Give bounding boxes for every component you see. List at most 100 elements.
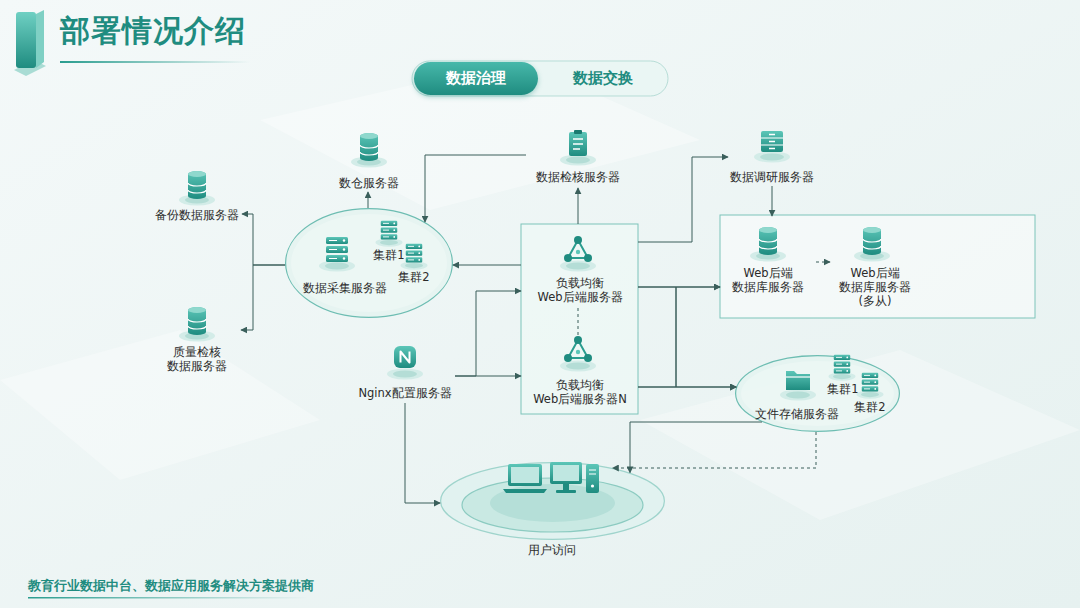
node-ellipse <box>462 478 643 532</box>
backdrop-shape <box>640 350 1080 520</box>
clipboard-icon <box>560 130 596 166</box>
group-frame <box>720 215 1035 318</box>
folder-icon <box>780 371 816 401</box>
cluster-node: 集群2 <box>853 372 889 416</box>
dashed-connector <box>816 262 830 263</box>
node-label: 数据采集服务器 <box>303 281 387 295</box>
server-node: 负载均衡 Web后端服务器 <box>521 224 638 308</box>
connector-line <box>638 287 720 387</box>
database-icon <box>351 133 387 168</box>
cluster-node: 集群1 <box>370 219 410 265</box>
backdrop-shape <box>0 330 320 480</box>
pc-slots <box>589 470 596 474</box>
server-icon <box>376 221 403 247</box>
server-icon <box>857 373 884 399</box>
database-icon <box>179 307 215 342</box>
node-ellipse <box>741 361 894 426</box>
connector-line <box>455 291 521 376</box>
page-title: 部署情况介绍 <box>60 12 246 50</box>
group-frame <box>521 224 638 414</box>
tab-button: 数据交换 <box>540 62 666 95</box>
user-platform: 用户访问 <box>440 462 665 540</box>
connector-line <box>368 192 369 208</box>
node-label: 集群1 <box>373 248 404 262</box>
node-label: 数仓服务器 <box>339 176 399 190</box>
connector-line <box>242 214 285 265</box>
node-label: 集群2 <box>854 400 885 414</box>
node-label: 数据调研服务器 <box>730 170 814 184</box>
backdrop-shape <box>260 60 700 210</box>
laptop-screen <box>508 464 542 486</box>
title-icon-side <box>36 10 44 68</box>
server-node: Web后端 数据库服务器 (多从) <box>830 216 920 310</box>
node-label: 用户访问 <box>528 543 576 557</box>
title-icon-block <box>16 12 36 68</box>
database-icon <box>179 171 215 206</box>
node-label: 数据治理 <box>446 69 506 87</box>
node-label: 文件存储服务器 <box>755 407 839 421</box>
node-label: 集群2 <box>398 270 429 284</box>
node-label: Web后端 数据库服务器 (多从) <box>839 266 911 308</box>
server-icon <box>319 237 355 272</box>
server-icon <box>401 244 428 270</box>
server-node: 数仓服务器 <box>330 130 408 192</box>
connector-line <box>638 157 728 242</box>
monitor-stand <box>563 484 569 490</box>
node-label: 数据检核服务器 <box>536 170 620 184</box>
database-icon <box>750 227 786 262</box>
server-node: 数据检核服务器 <box>526 128 630 188</box>
cluster-ellipse: 数据采集服务器 集群1 集群2 <box>285 208 453 318</box>
title-icon <box>14 10 46 76</box>
server-node: 负载均衡 Web后端服务器N <box>521 338 638 414</box>
connector-line <box>772 186 773 216</box>
title-icon-base <box>14 60 46 76</box>
network-icon <box>560 336 596 372</box>
server-node: Web后端 数据库服务器 <box>720 216 816 302</box>
node-label: 负载均衡 Web后端服务器 <box>537 276 622 304</box>
pc-tower <box>586 464 599 493</box>
server-node: 质量检核 数据服务器 <box>155 305 241 377</box>
title-underline <box>60 61 250 63</box>
node-ellipse <box>291 214 447 312</box>
monitor-display <box>553 465 579 481</box>
node-ellipse <box>490 484 615 522</box>
node-label: 负载均衡 Web后端服务器N <box>533 378 627 406</box>
node-ellipse <box>441 463 665 540</box>
nginx-icon <box>387 346 423 380</box>
connector-line <box>241 265 285 330</box>
dashed-connector <box>613 432 817 468</box>
connector-line <box>578 188 579 224</box>
computers-illustration <box>503 462 599 493</box>
caption-underline <box>28 597 308 599</box>
node-label: 备份数据服务器 <box>155 208 239 222</box>
cabinet-icon <box>754 131 790 163</box>
laptop-base <box>503 489 547 493</box>
node-outline <box>440 462 665 540</box>
cluster-node: 集群1 <box>826 356 862 398</box>
connector-line <box>638 287 736 387</box>
dashed-connector <box>578 308 579 338</box>
connector-line <box>630 422 762 473</box>
server-icon <box>829 355 856 381</box>
connector-line <box>638 387 736 388</box>
node-label: Nginx配置服务器 <box>358 386 451 400</box>
node-ellipse <box>736 356 900 432</box>
server-node: 备份数据服务器 <box>150 168 242 224</box>
tab-button: 数据治理 <box>414 62 538 95</box>
connector-line <box>453 265 521 266</box>
node-label: 集群1 <box>827 382 858 396</box>
node-outline <box>285 208 453 318</box>
page-caption: 教育行业数据中台、数据应用服务解决方案提供商 <box>28 578 314 594</box>
laptop-display <box>511 467 539 483</box>
connector-line <box>425 155 526 222</box>
server-node: 数据调研服务器 <box>728 126 816 186</box>
network-icon <box>560 236 596 272</box>
connector-line <box>638 287 720 288</box>
node-label: 数据交换 <box>573 69 633 87</box>
database-icon <box>854 227 890 262</box>
node-label: Web后端 数据库服务器 <box>732 266 804 294</box>
pc-led <box>591 484 594 487</box>
